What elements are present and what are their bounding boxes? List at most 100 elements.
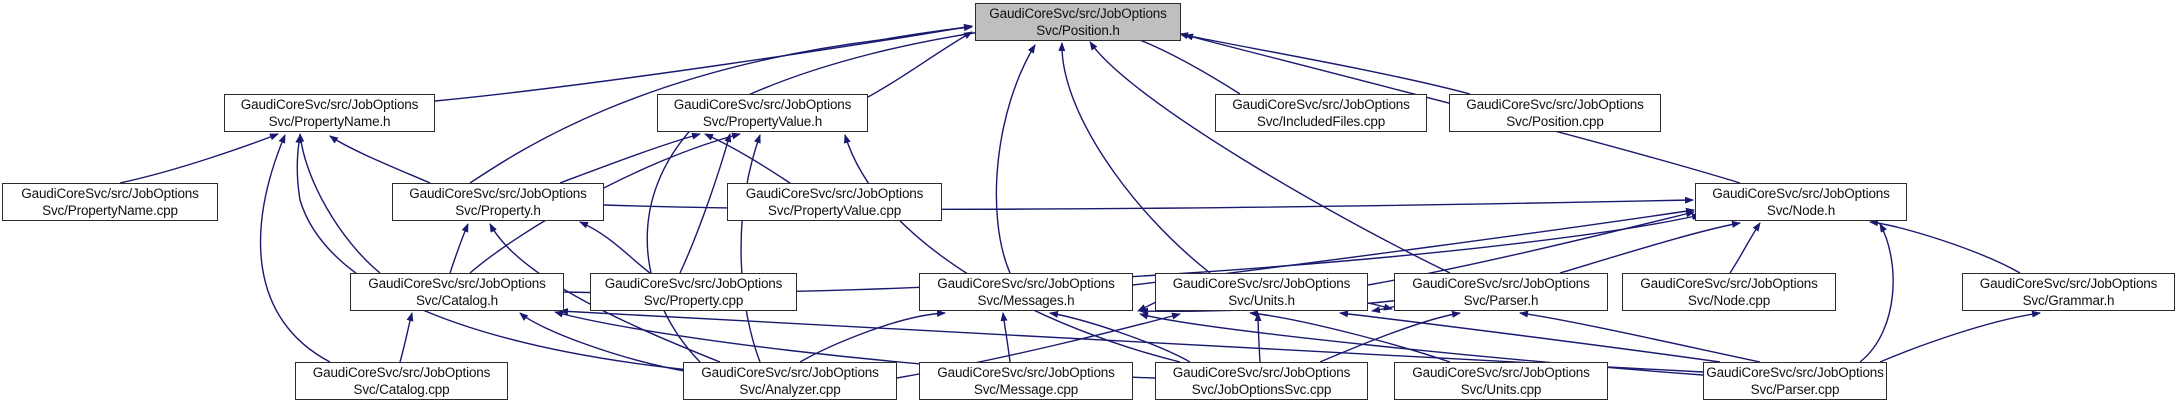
node-label-line1: GaudiCoreSvc/src/JobOptions: [1172, 365, 1351, 380]
graph-edge-joboptionssvc_cpp-to-propertyvalue_h: [843, 134, 1181, 363]
node-label-line2: Svc/Units.h: [1228, 293, 1295, 308]
graph-edge-units_h-to-parser_h: [1367, 302, 1393, 311]
graph-edge-joboptionssvc_cpp-to-messages_h: [1049, 310, 1191, 363]
node-label-line2: Svc/Units.cpp: [1460, 382, 1542, 397]
graph-edge-parser_h-to-position_h: [1089, 41, 1451, 274]
node-label-line1: GaudiCoreSvc/src/JobOptions: [1979, 276, 2158, 291]
graph-edge-grammar_h-to-node_h: [1869, 219, 2021, 274]
node-label-line1: GaudiCoreSvc/src/JobOptions: [368, 276, 546, 291]
graph-edge-message_cpp-to-messages_h: [1000, 312, 1011, 363]
graph-edge-property_cpp-to-propertyvalue_h: [679, 133, 732, 274]
graph-edge-catalog_h-to-property_h: [449, 223, 469, 274]
graph-edge-units_cpp-to-units_h: [1249, 310, 1451, 363]
node-label-line1: GaudiCoreSvc/src/JobOptions: [1412, 365, 1590, 380]
node-label-line1: GaudiCoreSvc/src/JobOptions: [937, 276, 1115, 291]
graph-edge-catalog_h-to-propertyname_h: [297, 133, 381, 274]
node-label-line2: Svc/Messages.h: [977, 293, 1075, 308]
node-label-line2: Svc/Catalog.cpp: [353, 382, 450, 397]
graph-edge-messages_h-to-position_h: [995, 44, 1036, 274]
node-label-line1: GaudiCoreSvc/src/JobOptions: [1412, 276, 1590, 291]
graph-edge-catalog_cpp-to-catalog_h: [399, 312, 414, 363]
graph-edge-includedfiles_cpp-to-position_h: [1119, 31, 1241, 95]
node-label-line1: GaudiCoreSvc/src/JobOptions: [240, 97, 419, 112]
node-label-line2: Svc/Property.h: [455, 203, 541, 218]
graph-edge-property_cpp-to-property_h: [579, 221, 651, 274]
node-label-line1: GaudiCoreSvc/src/JobOptions: [673, 97, 852, 112]
graph-edge-propertyname_h-to-position_h: [434, 23, 973, 102]
node-label-line2: Svc/Position.cpp: [1506, 114, 1604, 129]
graph-edge-node_cpp-to-node_h: [1729, 222, 1761, 274]
node-label-line2: Svc/PropertyValue.h: [702, 114, 823, 129]
node-label-line1: GaudiCoreSvc/src/JobOptions: [937, 365, 1115, 380]
node-label-line1: GaudiCoreSvc/src/JobOptions: [1706, 365, 1884, 380]
node-label-line2: Svc/Catalog.h: [415, 293, 499, 308]
graph-edge-property_h-to-propertyvalue_h: [559, 132, 701, 184]
graph-edge-parser_cpp-to-parser_h: [1519, 310, 1761, 363]
node-label-line1: GaudiCoreSvc/src/JobOptions: [312, 365, 491, 380]
graph-edge-propertyvalue_cpp-to-propertyvalue_h: [704, 133, 791, 184]
node-label-line1: GaudiCoreSvc/src/JobOptions: [21, 186, 199, 201]
graph-edge-propertyvalue_h-to-position_h: [867, 31, 973, 98]
node-label-line1: GaudiCoreSvc/src/JobOptions: [989, 6, 1167, 21]
node-label-line2: Svc/Analyzer.cpp: [739, 382, 841, 397]
node-label-line2: Svc/Position.h: [1036, 23, 1120, 38]
node-label-line1: GaudiCoreSvc/src/JobOptions: [1640, 276, 1818, 291]
node-label-line1: GaudiCoreSvc/src/JobOptions: [604, 276, 783, 291]
node-label-line1: GaudiCoreSvc/src/JobOptions: [745, 186, 924, 201]
node-label-line1: GaudiCoreSvc/src/JobOptions: [1712, 186, 1890, 201]
node-label-line2: Svc/IncludedFiles.cpp: [1256, 114, 1386, 129]
node-label-line2: Svc/PropertyName.h: [268, 114, 391, 129]
node-label-line1: GaudiCoreSvc/src/JobOptions: [1232, 97, 1410, 112]
graph-edge-analyzer_cpp-to-messages_h: [799, 309, 946, 363]
node-label-line1: GaudiCoreSvc/src/JobOptions: [1172, 276, 1351, 291]
node-label-line2: Svc/Grammar.h: [2022, 293, 2115, 308]
graph-edge-units_h-to-position_h: [1058, 42, 1211, 274]
graph-edge-propertyname_cpp-to-propertyname_h: [119, 133, 279, 184]
graph-edge-analyzer_cpp-to-catalog_h: [519, 312, 691, 373]
node-label-line2: Svc/JobOptionsSvc.cpp: [1191, 382, 1332, 397]
graph-edge-joboptionssvc_cpp-to-parser_h: [1319, 310, 1461, 363]
node-label-line2: Svc/PropertyValue.cpp: [767, 203, 902, 218]
graph-edge-position_cpp-to-position_h: [1179, 32, 1471, 95]
node-label-line2: Svc/Parser.cpp: [1750, 382, 1840, 397]
node-label-line2: Svc/Node.h: [1766, 203, 1836, 218]
graph-edge-joboptionssvc_cpp-to-units_h: [1254, 312, 1262, 363]
graph-edge-analyzer_cpp-to-propertyvalue_h: [740, 134, 761, 363]
graph-edge-property_h-to-propertyname_h: [329, 135, 431, 184]
node-label-line2: Svc/Parser.h: [1463, 293, 1539, 308]
graph-edge-parser_cpp-to-node_h: [1859, 223, 1894, 363]
node-label-line1: GaudiCoreSvc/src/JobOptions: [701, 365, 879, 380]
graph-edge-parser_cpp-to-units_h: [1339, 310, 1721, 363]
node-label-line2: Svc/Message.cpp: [973, 382, 1079, 397]
node-label-line2: Svc/PropertyName.cpp: [42, 203, 178, 218]
graph-edge-catalog_cpp-to-propertyname_h: [259, 134, 331, 363]
node-label-line1: GaudiCoreSvc/src/JobOptions: [409, 186, 587, 201]
node-label-line2: Svc/Node.cpp: [1687, 293, 1771, 308]
node-label-line1: GaudiCoreSvc/src/JobOptions: [1466, 97, 1644, 112]
graph-edge-analyzer_cpp-to-propertyname_h: [295, 134, 691, 371]
node-label-line2: Svc/Property.cpp: [643, 293, 744, 308]
